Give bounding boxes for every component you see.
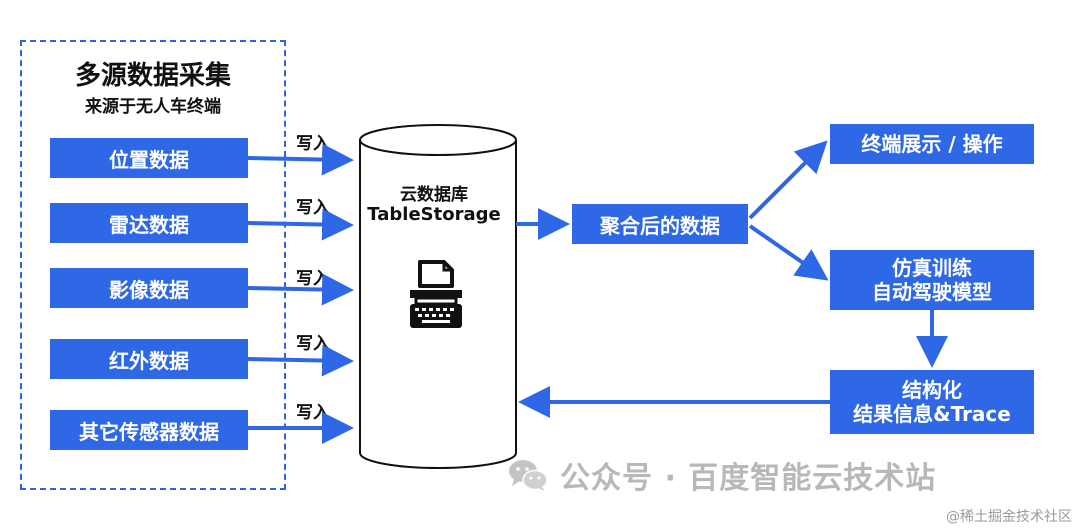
arrow-infrared-to-db	[247, 344, 354, 377]
structured-result-line2: 结果信息&Trace	[853, 402, 1011, 426]
arrow-aggregate-to-training	[748, 224, 829, 281]
typewriter-icon	[410, 260, 462, 328]
simulation-training-line2: 自动驾驶模型	[872, 280, 992, 304]
watermark-text: 公众号 · 百度智能云技术站	[560, 461, 937, 496]
simulation-training-box: 仿真训练 自动驾驶模型	[830, 250, 1034, 310]
source-group-title: 多源数据采集	[74, 61, 231, 91]
aggregated-data-box: 聚合后的数据	[572, 204, 748, 244]
database-name: TableStorage	[367, 204, 501, 225]
write-label: 写入	[296, 198, 330, 218]
simulation-training-line1: 仿真训练	[892, 256, 972, 280]
source-other-sensors: 其它传感器数据	[50, 410, 248, 450]
write-label: 写入	[296, 269, 330, 289]
arrow-image-to-db	[247, 273, 354, 306]
write-label: 写入	[296, 134, 330, 154]
arrow-aggregate-to-display	[748, 140, 828, 220]
terminal-display-box: 终端展示 / 操作	[830, 124, 1034, 164]
write-label: 写入	[296, 334, 330, 354]
arrow-radar-to-db	[247, 208, 354, 241]
structured-result-box: 结构化 结果信息&Trace	[830, 370, 1034, 434]
database-label: 云数据库	[400, 185, 468, 205]
structured-result-line1: 结构化	[902, 378, 962, 402]
source-infrared: 红外数据	[50, 339, 248, 379]
source-group-frame	[20, 40, 286, 490]
arrow-location-to-db	[247, 143, 354, 176]
source-image: 影像数据	[50, 268, 248, 308]
source-radar: 雷达数据	[50, 203, 248, 243]
credit-text: @稀土掘金技术社区	[946, 509, 1072, 525]
source-group-subtitle: 来源于无人车终端	[85, 97, 221, 117]
wechat-icon	[509, 460, 548, 491]
source-location: 位置数据	[50, 138, 248, 178]
write-label: 写入	[296, 403, 330, 423]
watermark: 公众号 · 百度智能云技术站	[508, 453, 936, 497]
